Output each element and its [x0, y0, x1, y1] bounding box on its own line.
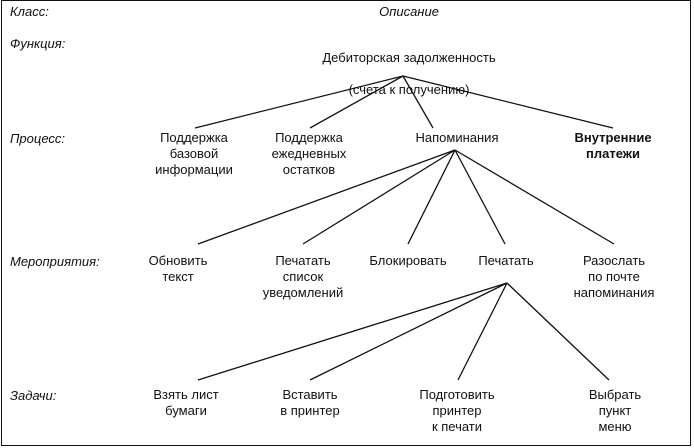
- description-header: Описание: [379, 4, 439, 19]
- activity-node-print-list: Печатать список уведомлений: [262, 253, 344, 300]
- level-label-function: Функция:: [10, 36, 66, 51]
- task-node-select-menu: Выбрать пункт меню: [588, 387, 642, 434]
- process-node-internal-payments: Внутренние платежи: [574, 130, 652, 161]
- edge-function-process-2: [309, 75, 404, 129]
- process-node-daily-balances: Поддержка ежедневных остатков: [271, 130, 347, 177]
- function-node-line1: Дебиторская задолженность: [322, 50, 496, 65]
- edge-function-process-4: [402, 75, 614, 129]
- edge-process-activity-2: [302, 149, 456, 245]
- edge-process-activity-5: [454, 149, 615, 245]
- level-label-process: Процесс:: [10, 131, 66, 146]
- function-node: Дебиторская задолженность (счета к получ…: [322, 34, 495, 114]
- edge-activity-task-1: [197, 282, 508, 381]
- edge-process-activity-4: [454, 149, 506, 245]
- process-node-reminders: Напоминания: [415, 130, 499, 145]
- activity-node-mail-reminders: Разослать по почте напоминания: [573, 253, 655, 300]
- activity-node-update-text: Обновить текст: [148, 253, 208, 284]
- task-node-prepare-printer: Подготовить принтер к печати: [419, 387, 495, 434]
- edge-function-process-3: [402, 75, 434, 129]
- level-label-class: Класс:: [10, 4, 49, 19]
- edge-activity-task-4: [506, 282, 610, 381]
- edge-process-activity-3: [407, 149, 456, 245]
- edge-activity-task-3: [457, 282, 508, 381]
- task-node-take-paper: Взять лист бумаги: [153, 387, 219, 418]
- edge-function-process-1: [194, 75, 404, 129]
- task-node-insert-printer: Вставить в принтер: [280, 387, 340, 418]
- activity-node-block: Блокировать: [369, 253, 447, 268]
- level-label-activities: Мероприятия:: [10, 254, 100, 269]
- function-node-line2: (счета к получению): [348, 82, 470, 97]
- edge-activity-task-2: [309, 282, 508, 381]
- activity-node-print: Печатать: [478, 253, 534, 268]
- edge-process-activity-1: [197, 149, 456, 245]
- level-label-tasks: Задачи:: [10, 388, 57, 403]
- process-node-basic-info: Поддержка базовой информации: [155, 130, 233, 177]
